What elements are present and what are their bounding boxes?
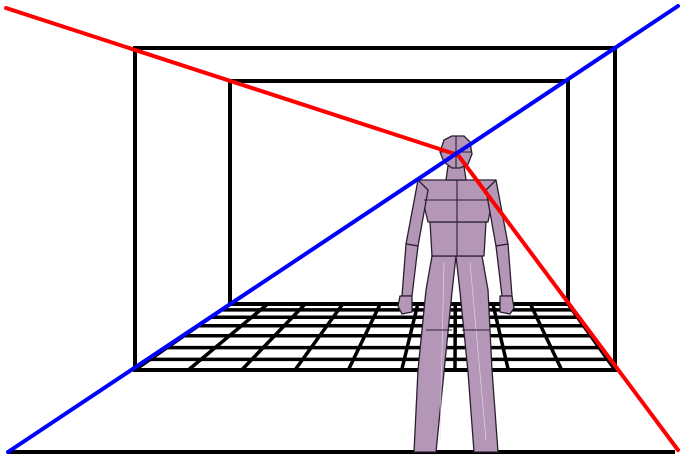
figure-left-upper-arm: [405, 179, 429, 247]
figure-left-hand: [397, 295, 413, 315]
human-figure: [397, 135, 515, 453]
figure-right-leg-shade: [469, 261, 487, 441]
figure-pelvis: [429, 221, 487, 257]
floor-grid: [134, 302, 617, 372]
figure-right-hand: [499, 295, 515, 315]
figure-right-leg: [455, 255, 499, 453]
red-perspective-line-lower: [456, 153, 680, 452]
figure-left-leg: [413, 255, 457, 453]
red-perspective-line-upper: [4, 6, 460, 157]
blue-perspective-line: [6, 4, 680, 454]
figure-left-leg-shade: [439, 261, 445, 441]
figure-right-forearm: [495, 243, 513, 297]
figure-left-forearm: [401, 243, 419, 297]
